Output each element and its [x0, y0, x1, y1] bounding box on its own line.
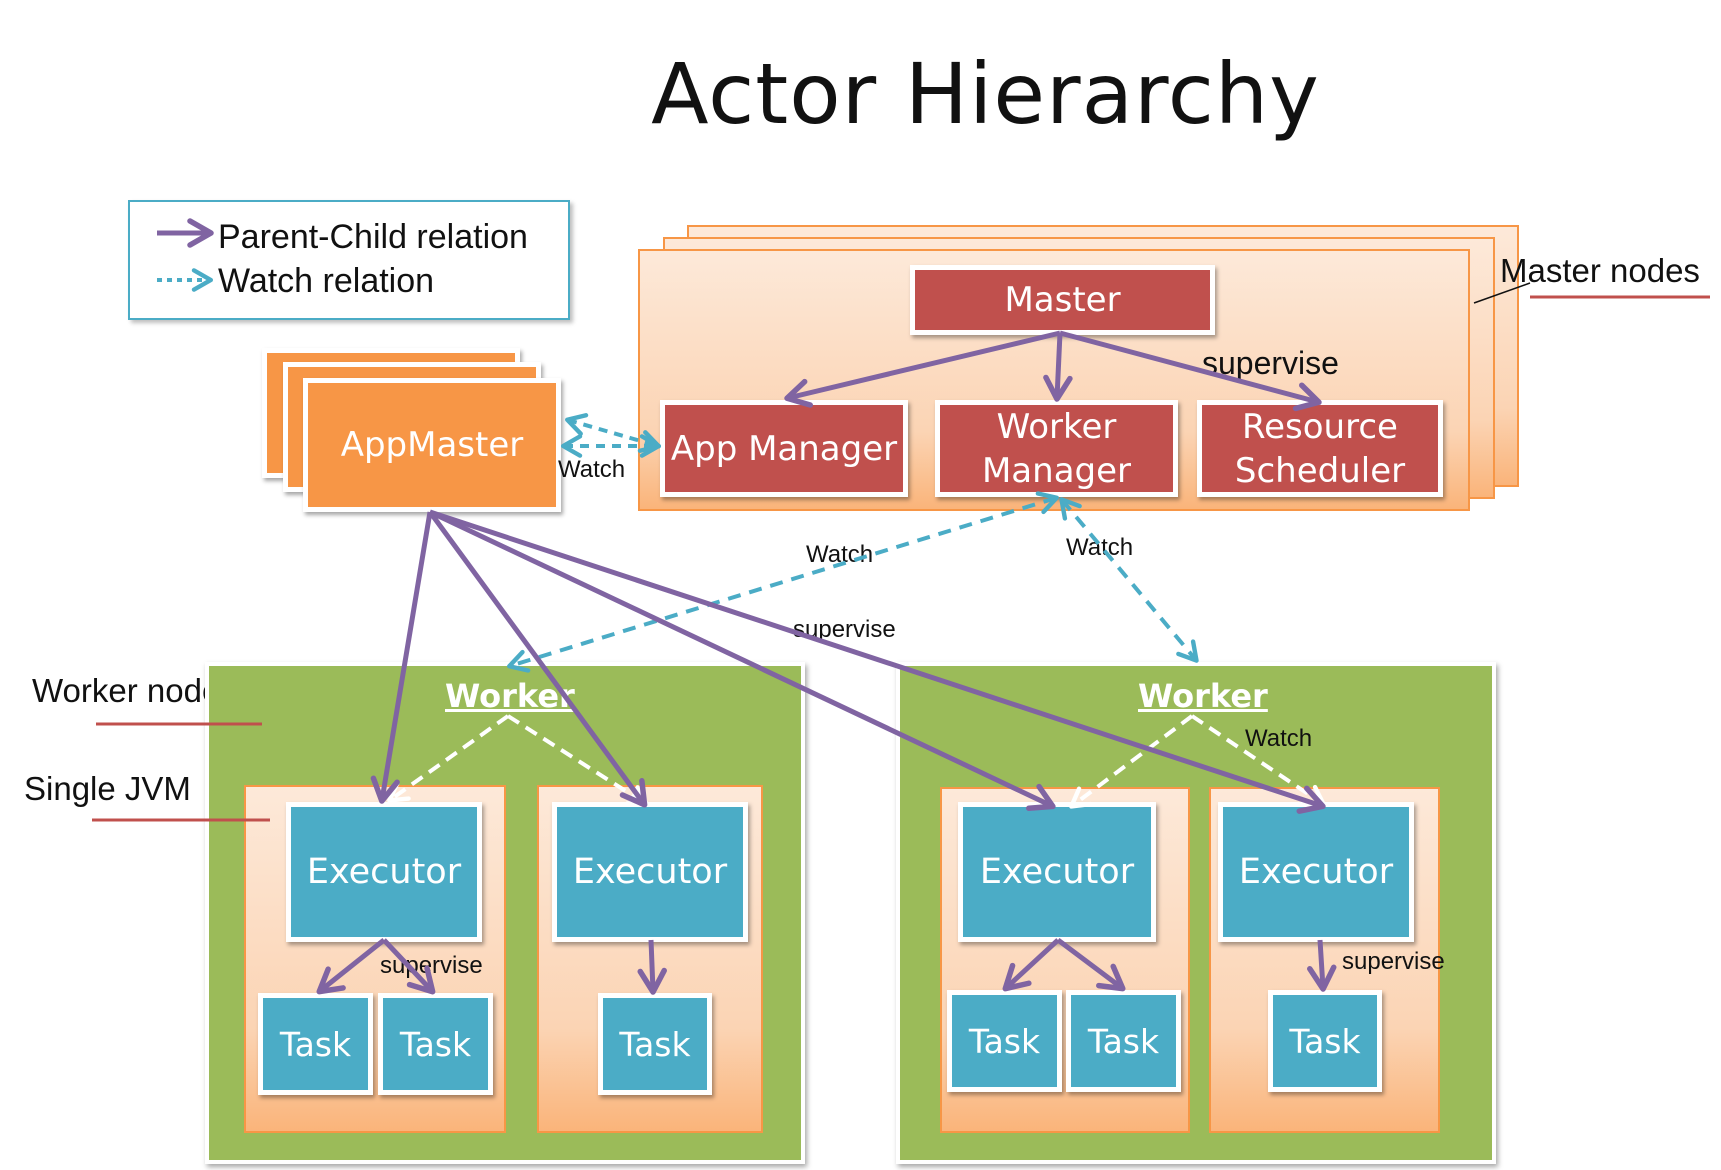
worker-2-label: Worker	[1138, 677, 1268, 715]
executor-2: Executor	[552, 802, 748, 942]
executor-1-task-1-arrow	[316, 938, 386, 995]
executor-3-task-4-arrow	[1002, 938, 1060, 992]
master-nodes-leader-line	[1473, 282, 1531, 304]
task-3-label: Task	[619, 1024, 691, 1064]
master-label: Master	[1004, 280, 1121, 320]
master-to-resource-scheduler-arrow	[1059, 330, 1322, 412]
appmaster-app-manager-watch-arrow-1	[565, 413, 661, 453]
legend-watch-label: Watch relation	[218, 262, 435, 300]
worker-node-label: Worker node	[32, 672, 221, 709]
appmaster-executor-1-arrow	[370, 511, 433, 804]
executor-1-task-2-arrow	[382, 938, 436, 995]
app-manager-box: App Manager	[660, 400, 908, 497]
resource-scheduler-box: Resource Scheduler	[1197, 400, 1443, 497]
worker-1-executor-2-watch-arrow	[506, 714, 649, 807]
worker-manager-box: Worker Manager	[935, 400, 1178, 497]
executor-3-label: Executor	[979, 852, 1135, 892]
master-nodes-label: Master nodes	[1500, 252, 1700, 289]
appmaster-box: AppMaster	[303, 378, 561, 512]
task-6-label: Task	[1289, 1021, 1361, 1061]
appmaster-executor-3-arrow	[428, 509, 1056, 812]
task-4: Task	[947, 990, 1062, 1092]
task-1-label: Task	[279, 1024, 352, 1064]
executor-2-task-3-arrow	[637, 939, 667, 995]
worker-1-executor-1-watch-arrow	[387, 714, 510, 803]
executor-1: Executor	[286, 802, 482, 942]
executor-1-label: Executor	[306, 852, 462, 892]
master-to-app-manager-arrow	[784, 330, 1061, 408]
worker-manager-worker-2-watch-arrow	[1059, 497, 1199, 663]
executor-3-task-5-arrow	[1056, 938, 1126, 992]
legend-parent-child-label: Parent-Child relation	[218, 218, 528, 256]
watch-label-appmaster: Watch	[558, 456, 626, 483]
task-2-label: Task	[399, 1024, 472, 1064]
worker-manager-label: Worker Manager	[981, 406, 1132, 491]
appmaster-executor-2-arrow	[427, 510, 648, 808]
task-1: Task	[258, 993, 373, 1095]
task-5-label: Task	[1087, 1021, 1160, 1061]
watch-label-worker-2: Watch	[1245, 725, 1313, 752]
app-manager-label: App Manager	[670, 428, 898, 469]
worker-2-executor-4-watch-arrow	[1190, 714, 1326, 807]
worker-manager-worker-1-watch-arrow	[507, 491, 1059, 673]
executor-3: Executor	[958, 802, 1156, 942]
resource-scheduler-label: Resource Scheduler	[1234, 406, 1406, 491]
supervise-label-executor-4: supervise	[1342, 948, 1445, 975]
executor-4: Executor	[1218, 802, 1414, 942]
executor-2-label: Executor	[572, 852, 728, 892]
worker-2-executor-3-watch-arrow	[1069, 714, 1194, 809]
task-3: Task	[598, 993, 712, 1095]
task-5: Task	[1066, 990, 1181, 1092]
appmaster-executor-4-arrow	[429, 509, 1326, 814]
task-6: Task	[1268, 990, 1382, 1092]
page-title: Actor Hierarchy	[651, 45, 1320, 143]
master-to-worker-manager-arrow	[1043, 332, 1073, 402]
executor-4-task-6-arrow	[1307, 939, 1337, 992]
task-4-label: Task	[968, 1021, 1041, 1061]
executor-4-label: Executor	[1238, 852, 1394, 892]
appmaster-label: AppMaster	[340, 425, 524, 465]
task-2: Task	[378, 993, 493, 1095]
single-jvm-label: Single JVM	[24, 770, 191, 807]
